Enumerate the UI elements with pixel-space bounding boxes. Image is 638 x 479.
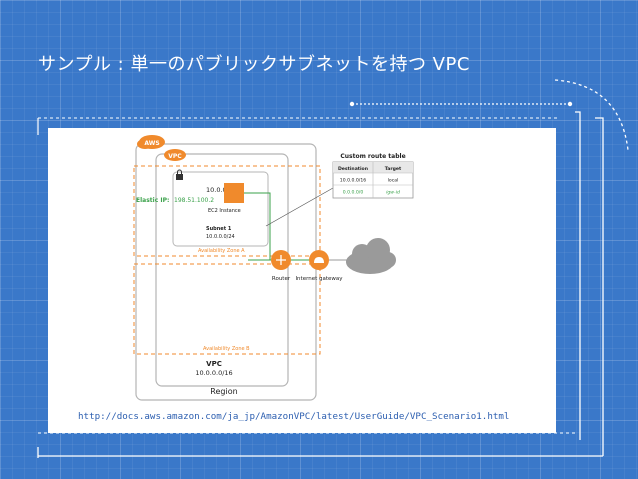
slide-title: サンプル : 単一のパブリックサブネットを持つ VPC	[38, 54, 470, 75]
igw-label: Internet gateway	[295, 276, 343, 282]
frame-right-outer	[595, 117, 604, 456]
dashed-arc	[554, 79, 629, 151]
az-b-box	[133, 263, 321, 355]
az-a-box	[133, 165, 321, 257]
route-row-2-destination: 0.0.0.0/0	[343, 190, 364, 196]
internet-gateway-icon	[309, 250, 329, 270]
route-table-pointer	[265, 187, 334, 227]
internet-cloud-icon	[346, 238, 396, 274]
region-label: Region	[210, 387, 237, 396]
route-row-2-target: igw-id	[386, 190, 400, 196]
lock-icon	[176, 169, 183, 180]
elastic-ip-label: Elastic IP:	[136, 197, 169, 204]
aws-cloud-icon: AWS	[137, 135, 165, 149]
az-a-label: Availability Zone A	[198, 248, 245, 254]
dot-left	[349, 101, 355, 107]
vpc-badge-icon: VPC	[164, 149, 186, 161]
vpc-diagram: AWS VPC 10.0.0.6 Elastic IP: 198.51.100.…	[133, 135, 414, 401]
route-table: Custom route table Destination Target 10…	[332, 153, 414, 199]
vpc-cidr: 10.0.0.0/16	[195, 369, 232, 377]
route-header-destination: Destination	[338, 166, 368, 172]
ec2-instance-icon	[224, 183, 244, 203]
instance-ip: 10.0.0.6	[206, 186, 233, 194]
vpc-box	[155, 153, 289, 387]
elastic-ip-value: 198.51.100.2	[174, 197, 214, 204]
route-row-1-target: local	[388, 178, 399, 184]
route-table-title: Custom route table	[340, 153, 405, 160]
subnet-box	[172, 171, 269, 247]
az-b-label: Availability Zone B	[203, 346, 250, 352]
subnet-name: Subnet 1	[206, 226, 232, 232]
vpc-name: VPC	[206, 360, 222, 368]
aws-label: AWS	[144, 140, 159, 147]
router-label: Router	[272, 276, 291, 282]
instance-label: EC2 Instance	[208, 208, 241, 214]
subnet-cidr: 10.0.0.0/24	[206, 234, 235, 240]
router-icon	[271, 250, 291, 270]
route-header-target: Target	[385, 166, 402, 172]
frame-right-bracket	[575, 111, 581, 440]
source-url-link[interactable]: http://docs.aws.amazon.com/ja_jp/AmazonV…	[78, 411, 510, 422]
region-box	[135, 143, 317, 401]
vpc-badge: VPC	[168, 153, 182, 160]
route-row-1-destination: 10.0.0.0/16	[340, 178, 366, 184]
dot-right	[567, 101, 573, 107]
diagram-panel: AWS VPC 10.0.0.6 Elastic IP: 198.51.100.…	[48, 128, 556, 433]
